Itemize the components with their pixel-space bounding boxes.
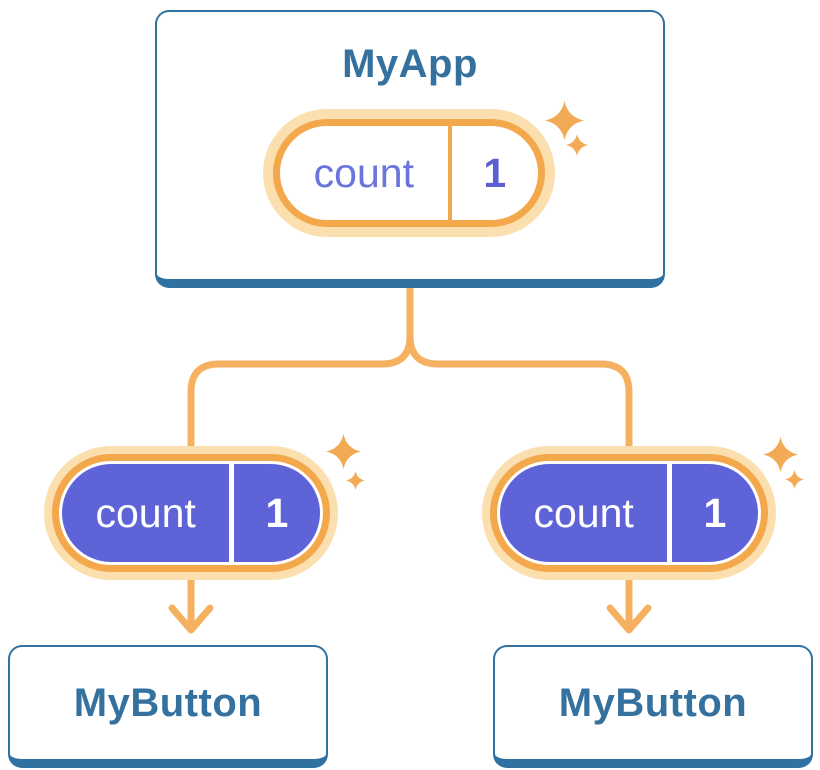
mybutton-card-left: MyButton	[8, 645, 328, 768]
mybutton-title-left: MyButton	[73, 681, 263, 725]
state-value: 1	[265, 489, 289, 536]
state-value: 1	[703, 489, 727, 536]
myapp-card: MyApp count 1	[155, 10, 665, 288]
state-label: count	[313, 149, 414, 196]
state-value: 1	[483, 149, 507, 196]
pill-divider	[447, 126, 452, 220]
mybutton-card-right: MyButton	[493, 645, 813, 768]
sparkle-icon	[763, 437, 798, 472]
fork-branch-left	[187, 282, 414, 451]
state-label: count	[95, 489, 196, 536]
state-pill-mybutton-left: count 1	[44, 446, 338, 580]
myapp-title: MyApp	[342, 42, 478, 86]
state-pill-body: count 1	[500, 464, 758, 562]
pill-divider	[229, 464, 234, 562]
sparkle-icon	[326, 434, 361, 469]
state-pill-mybutton-right: count 1	[482, 446, 776, 580]
arrow-left-head	[168, 604, 214, 634]
sparkle-icon	[346, 471, 365, 490]
state-pill-myapp: count 1	[263, 109, 555, 237]
state-pill-ring: count 1	[490, 454, 768, 572]
sparkle-icon	[785, 470, 804, 489]
mybutton-title-right: MyButton	[558, 681, 748, 725]
state-pill-ring: count 1	[273, 119, 545, 227]
state-pill-body: count 1	[62, 464, 320, 562]
pill-divider	[667, 464, 672, 562]
fork-branch-right	[406, 282, 633, 451]
state-pill-ring: count 1	[52, 454, 330, 572]
state-label: count	[533, 489, 634, 536]
arrow-right-head	[606, 604, 652, 634]
